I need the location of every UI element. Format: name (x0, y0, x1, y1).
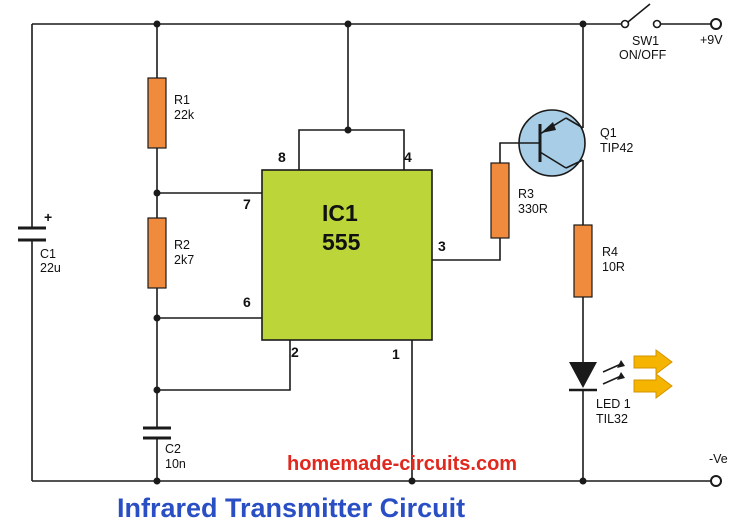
switch-sw1 (620, 3, 662, 29)
pin-2-label: 2 (291, 344, 299, 360)
switch-contact (620, 19, 630, 29)
negative-rail-label: -Ve (709, 452, 728, 466)
emission-ray (602, 375, 622, 385)
ic1-value: 555 (322, 229, 361, 255)
ir-arrow-icon (633, 373, 673, 399)
sw1-ref: SW1 (632, 34, 659, 48)
switch-contact (652, 19, 662, 29)
junction-dot (344, 20, 352, 28)
pin8-4-link-wire (298, 129, 405, 170)
r3-ref: R3 (518, 187, 534, 201)
led-triangle (569, 362, 597, 388)
junction-dot (153, 477, 161, 485)
r3-base-wire (499, 142, 518, 163)
emission-ray-tip (617, 360, 625, 368)
q1-emitter-link (565, 117, 584, 129)
emission-ray-tip (617, 372, 625, 380)
q1-value: TIP42 (600, 141, 633, 155)
watermark-text: homemade-circuits.com (287, 453, 517, 475)
diagram-title: Infrared Transmitter Circuit (117, 493, 465, 523)
pin-3-label: 3 (438, 238, 446, 254)
pin-8-label: 8 (278, 149, 286, 165)
r4-ref: R4 (602, 245, 618, 259)
ic1-ref: IC1 (322, 200, 358, 226)
r4-value: 10R (602, 260, 625, 274)
resistor-r3 (490, 162, 510, 239)
led1-ref: LED 1 (596, 397, 631, 411)
transistor-q1 (518, 109, 586, 177)
c2-value: 10n (165, 457, 186, 471)
led-led1 (569, 349, 673, 399)
junction-dot (153, 314, 161, 322)
resistor-r1 (147, 77, 167, 149)
r2-value: 2k7 (174, 253, 194, 267)
pin3-wire (432, 238, 501, 261)
r1-ref: R1 (174, 93, 190, 107)
r3-value: 330R (518, 202, 548, 216)
capacitor-c2 (143, 426, 171, 440)
pin-1-label: 1 (392, 346, 400, 362)
r1-value: 22k (174, 108, 195, 122)
q1-emitter-arrow (541, 122, 556, 133)
led1-value: TIL32 (596, 412, 628, 426)
resistor-r2 (147, 217, 167, 289)
ic1-555-body (261, 169, 433, 341)
pin-7-label: 7 (243, 196, 251, 212)
junction-dot (153, 189, 161, 197)
junction-dot (579, 20, 587, 28)
capacitor-c1 (18, 226, 46, 242)
junction-dot (579, 477, 587, 485)
junctions (153, 20, 587, 485)
c2-ref: C2 (165, 442, 181, 456)
emission-ray (602, 363, 622, 373)
junction-dot (344, 126, 352, 134)
junction-dot (153, 386, 161, 394)
c1-polarity: + (44, 209, 52, 225)
c1-ref: C1 (40, 247, 56, 261)
r2-ref: R2 (174, 238, 190, 252)
wiring (31, 23, 711, 482)
junction-dot (408, 477, 416, 485)
q1-collector-link (565, 159, 584, 169)
q1-ref: Q1 (600, 126, 617, 140)
ir-arrow-icon (633, 349, 673, 375)
resistor-r4 (573, 224, 593, 298)
switch-lever (627, 3, 651, 23)
junction-dot (153, 20, 161, 28)
sw1-label: ON/OFF (619, 48, 667, 62)
q1-collector-lead (539, 151, 567, 169)
c1-value: 22u (40, 261, 61, 275)
positive-rail-label: +9V (700, 33, 723, 47)
positive-terminal (710, 18, 722, 30)
pin-6-label: 6 (243, 294, 251, 310)
pin2-wire (157, 340, 291, 391)
pin-4-label: 4 (404, 149, 412, 165)
negative-terminal (710, 475, 722, 487)
